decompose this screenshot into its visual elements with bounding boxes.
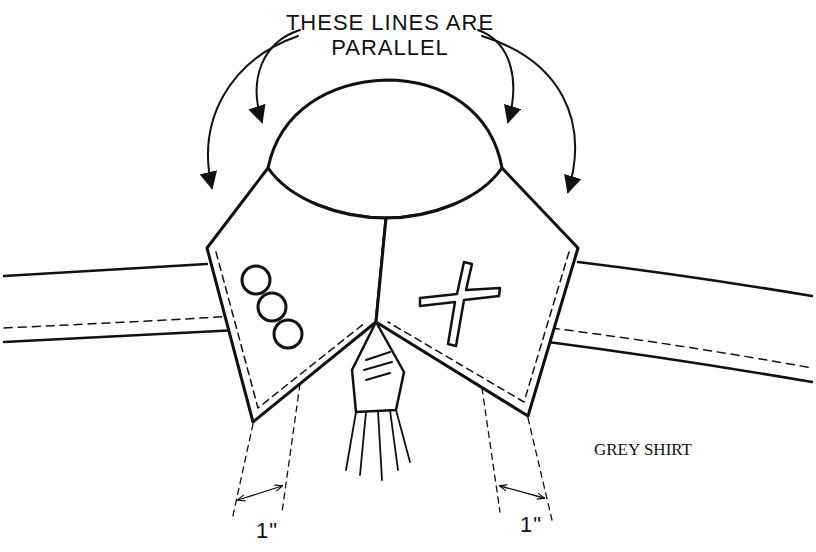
tie-knot	[352, 322, 404, 412]
stitching	[4, 316, 236, 328]
shoulder-line	[4, 264, 207, 276]
stitching	[551, 328, 812, 368]
extension-line	[528, 418, 552, 520]
shoulder-line	[548, 342, 812, 382]
shoulder-line	[4, 330, 238, 342]
tie-knot-shading	[364, 352, 392, 380]
pointer-arrow	[478, 30, 513, 122]
dimension-text: 1"	[256, 518, 278, 543]
extension-line	[482, 388, 500, 512]
shoulder-line	[578, 262, 812, 296]
note-text: THESE LINES ARE PARALLEL	[285, 10, 495, 61]
rank-badge	[242, 266, 270, 294]
stitching	[388, 252, 569, 402]
dimension-text: 1"	[520, 512, 542, 537]
rank-badge	[274, 320, 302, 348]
dimension-arrow	[238, 486, 282, 500]
caption-text: GREY SHIRT	[594, 440, 692, 460]
pointer-arrow	[482, 36, 575, 192]
stitching	[216, 252, 366, 408]
pointer-arrow	[208, 36, 298, 188]
rank-badge	[258, 293, 286, 321]
cross-insignia	[420, 262, 500, 346]
dimension-arrow	[500, 486, 544, 498]
extension-line	[232, 424, 253, 520]
collar-right	[376, 168, 578, 416]
tie-scarf	[346, 410, 410, 480]
extension-line	[282, 384, 300, 512]
